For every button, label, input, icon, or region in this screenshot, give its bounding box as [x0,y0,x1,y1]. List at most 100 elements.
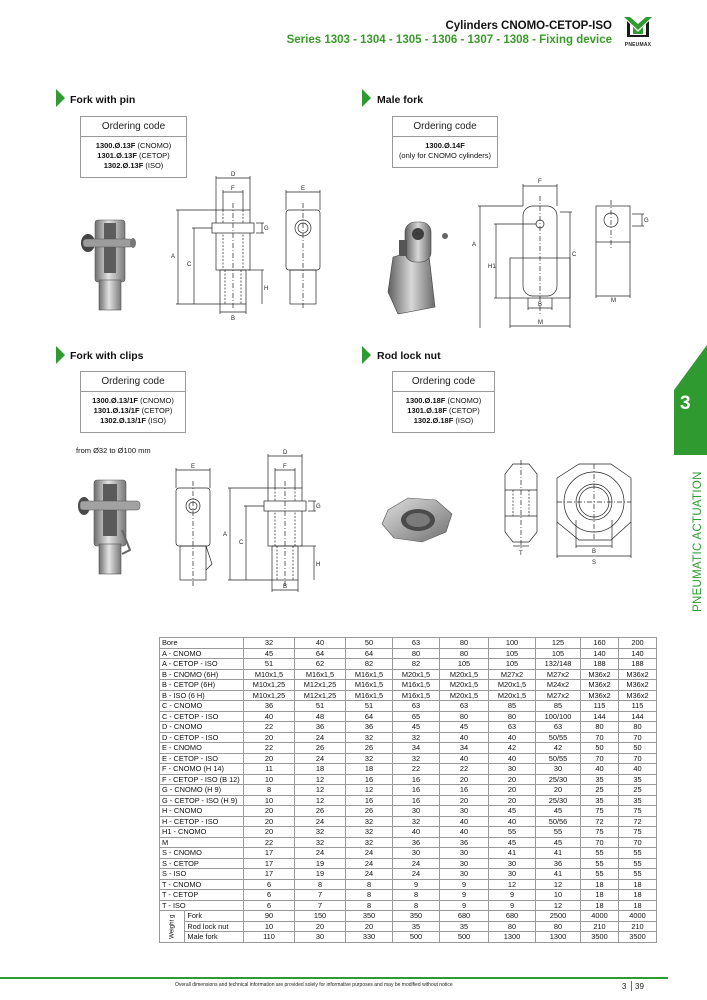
table-cell: 26 [294,805,346,817]
table-cell: 51 [345,700,393,712]
svg-text:G: G [316,504,321,510]
table-cell: M27x2 [535,668,581,680]
table-cell: 10 [535,889,581,901]
table-cell: 63 [392,700,440,712]
table-row-label: M [159,836,244,848]
table-cell: 680 [439,910,489,922]
table-row-label: F - CNOMO (H 14) [159,763,244,775]
table-cell: 45 [488,805,536,817]
table-row-label: F - CETOP - ISO (B 12) [159,773,244,785]
table-cell: 55 [580,857,619,869]
svg-text:G: G [264,226,269,232]
table-cell: 70 [618,731,657,743]
table-cell: 140 [618,647,657,659]
table-cell: 8 [294,878,346,890]
table-cell: 20 [345,920,393,932]
table-cell: 32 [243,637,295,649]
table-cell: 4000 [580,910,619,922]
table-cell: 70 [580,836,619,848]
table-cell: 105 [535,647,581,659]
ordering-box-rod-lock-nut: Ordering code 1300.Ø.18F (CNOMO) 1301.Ø.… [392,371,495,433]
table-cell: 3500 [618,931,657,943]
table-cell: 42 [535,742,581,754]
table-cell: 105 [488,647,536,659]
table-cell: 12 [294,794,346,806]
table-cell: 24 [294,752,346,764]
table-cell: 51 [243,658,295,670]
table-cell: 11 [243,763,295,775]
table-cell: 72 [618,815,657,827]
table-cell: 500 [392,931,440,943]
table-cell: 500 [439,931,489,943]
table-cell: 16 [392,784,440,796]
table-cell: 12 [535,899,581,911]
section-title-fork-with-clips: Fork with clips [70,350,144,362]
footer-disclaimer: Overall dimensions and technical informa… [175,982,453,988]
table-cell: 40 [488,731,536,743]
table-cell: 41 [488,847,536,859]
ordering-code-line: 1301.Ø.13/1F (CETOP) [93,406,173,415]
table-cell: 19 [294,868,346,880]
side-tab-number: 3 [680,393,691,414]
table-cell: M24x2 [535,679,581,691]
table-cell: M36x2 [580,668,619,680]
table-cell: 40 [294,637,346,649]
table-row-label: B - ISO (6 H) [159,689,244,701]
ordering-title: Ordering code [81,372,185,392]
table-cell: 330 [345,931,393,943]
table-cell: 160 [580,637,619,649]
svg-text:C: C [572,252,577,258]
fork-with-clips-photo [78,479,141,575]
table-cell: 45 [243,647,295,659]
table-cell: 16 [439,784,489,796]
table-cell: 7 [294,899,346,911]
table-cell: 24 [294,815,346,827]
table-cell: 10 [243,794,295,806]
section-arrow-icon [56,89,65,107]
table-cell: 40 [439,752,489,764]
table-cell: M36x2 [580,679,619,691]
page-title: Cylinders CNOMO-CETOP-ISO [445,20,612,32]
table-cell: 40 [580,763,619,775]
table-row-label: S - CNOMO [159,847,244,859]
fork-with-pin-drawing: D F E G A C H B [171,172,321,322]
section-arrow-icon [56,346,65,364]
table-row-label: T - CNOMO [159,878,244,890]
table-cell: 20 [243,752,295,764]
table-cell: 20 [439,773,489,785]
table-cell: 80 [535,920,581,932]
table-cell: 6 [243,899,295,911]
table-cell: 7 [294,889,346,901]
table-cell: M27x2 [488,668,536,680]
table-row-label: G - CNOMO (H 9) [159,784,244,796]
section-arrow-icon [362,346,371,364]
table-cell: M27x2 [535,689,581,701]
table-cell: 64 [345,647,393,659]
table-cell: 105 [488,658,536,670]
weight-group-label: Weight g [158,910,186,943]
table-cell: 9 [439,889,489,901]
male-fork-drawing: F A H1 C B M G M [472,179,649,328]
ordering-title: Ordering code [393,372,494,392]
svg-text:A: A [472,242,476,248]
table-cell: 16 [392,794,440,806]
table-cell: 17 [243,857,295,869]
side-tab-label: PNEUMATIC ACTUATION [692,471,704,612]
svg-text:A: A [171,254,175,260]
table-cell: 4000 [618,910,657,922]
table-cell: 9 [439,878,489,890]
table-cell: 36 [392,836,440,848]
table-row-label: H1 - CNOMO [159,826,244,838]
table-cell: 18 [580,899,619,911]
table-cell: M20x1,5 [488,679,536,691]
table-cell: 100 [488,637,536,649]
ordering-codes: 1300.Ø.13/1F (CNOMO) 1301.Ø.13/1F (CETOP… [81,392,185,430]
svg-text:H: H [316,562,320,568]
table-cell: 70 [580,752,619,764]
